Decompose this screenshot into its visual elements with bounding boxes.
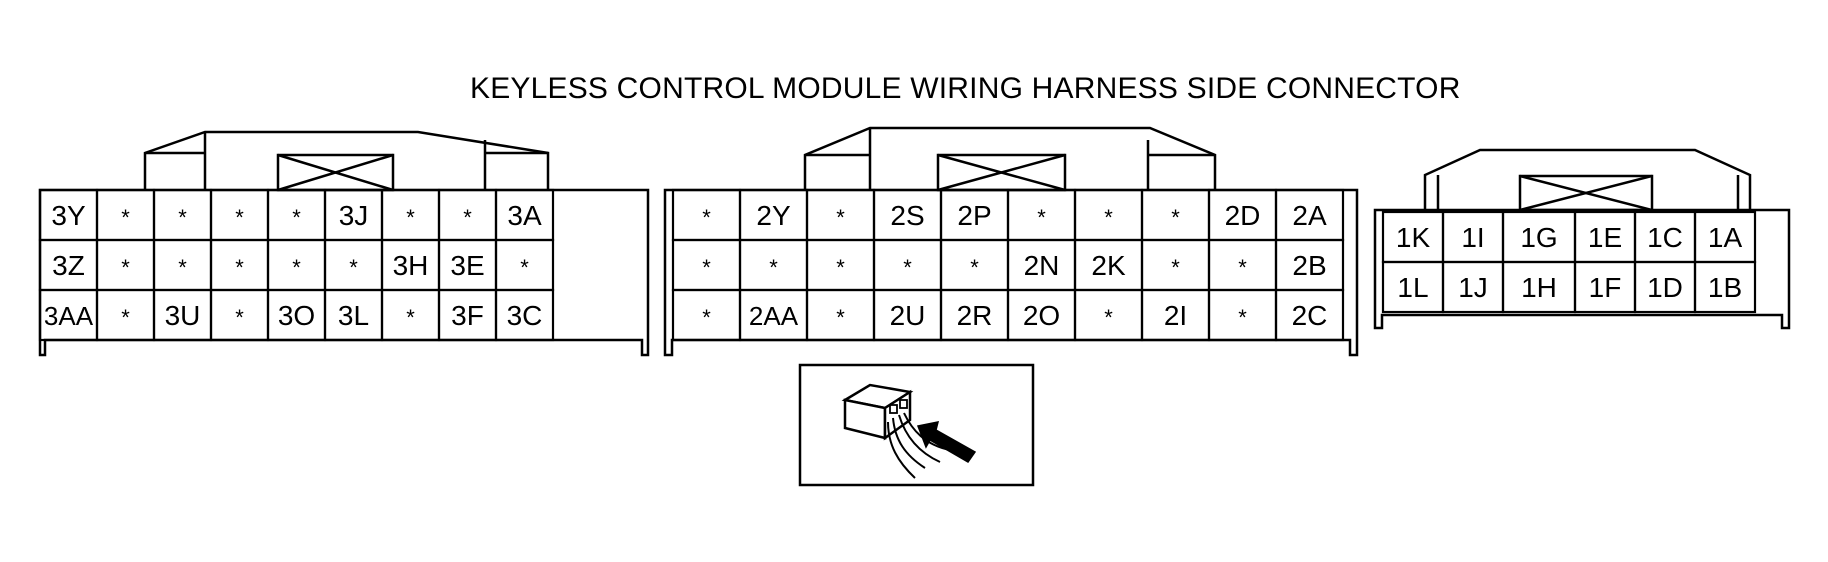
connector-2-grid: * 2Y * 2S 2P * * * 2D 2A * * * * * 2N 2K * * 2B * 2AA * 2U 2R 2O *…: [671, 188, 1345, 342]
pin-unused-label: *: [836, 255, 845, 280]
pin-unused-label: *: [292, 255, 301, 280]
pin-label: 1G: [1520, 222, 1557, 253]
pin-cell: [1274, 288, 1345, 342]
pin-label: 2O: [1023, 300, 1060, 331]
pin-label: 2C: [1292, 300, 1328, 331]
pin-unused-label: *: [406, 205, 415, 230]
pin-unused-label: *: [769, 255, 778, 280]
pin-label: 1B: [1708, 272, 1742, 303]
pin-label: 3U: [165, 300, 201, 331]
pin-label: 2R: [957, 300, 993, 331]
pin-unused-label: *: [1171, 255, 1180, 280]
pin-label: 1J: [1458, 272, 1488, 303]
pin-label: 3AA: [44, 301, 94, 331]
pin-unused-label: *: [520, 255, 529, 280]
pin-unused-label: *: [1104, 205, 1113, 230]
pin-unused-label: *: [836, 205, 845, 230]
pin-label: 3C: [507, 300, 543, 331]
pin-label: 3E: [450, 250, 484, 281]
connector-1-grid: 1K 1I 1G 1E 1C 1A 1L 1J 1H 1F 1D 1B: [1381, 210, 1757, 314]
pin-unused-label: *: [836, 305, 845, 330]
pin-unused-label: *: [1238, 305, 1247, 330]
pin-label: 1L: [1397, 272, 1428, 303]
pin-unused-label: *: [121, 255, 130, 280]
pin-label: 2AA: [749, 301, 799, 331]
pin-label: 1C: [1647, 222, 1683, 253]
pin-label: 1K: [1396, 222, 1431, 253]
pin-unused-label: *: [349, 255, 358, 280]
pin-unused-label: *: [235, 255, 244, 280]
pin-unused-label: *: [406, 305, 415, 330]
connector-harness-view-icon: [798, 363, 1035, 487]
pin-unused-label: *: [121, 305, 130, 330]
pin-unused-label: *: [178, 205, 187, 230]
pin-unused-label: *: [178, 255, 187, 280]
pin-unused-label: *: [702, 255, 711, 280]
pin-cell: [1693, 260, 1757, 314]
pin-label: 1D: [1647, 272, 1683, 303]
pin-label: 1F: [1589, 272, 1622, 303]
pin-unused-label: *: [235, 305, 244, 330]
pin-label: 2N: [1024, 250, 1060, 281]
diagram-title: KEYLESS CONTROL MODULE WIRING HARNESS SI…: [470, 72, 1461, 105]
pin-label: 2U: [890, 300, 926, 331]
pin-label: 2K: [1091, 250, 1126, 281]
pin-label: 2A: [1292, 200, 1327, 231]
pin-label: 3H: [393, 250, 429, 281]
pin-label: 3A: [507, 200, 542, 231]
pin-label: 3J: [339, 200, 369, 231]
pin-label: 3F: [451, 300, 484, 331]
connector-1-housing: [1373, 148, 1791, 330]
pin-label: 3L: [338, 300, 369, 331]
pin-label: 1I: [1461, 222, 1484, 253]
connector-3-housing: [38, 130, 650, 357]
pin-unused-label: *: [292, 205, 301, 230]
connector-2-housing: [663, 126, 1359, 357]
pin-unused-label: *: [903, 255, 912, 280]
pin-cell: [494, 288, 555, 342]
pin-unused-label: *: [463, 205, 472, 230]
pin-label: 2P: [957, 200, 991, 231]
pin-label: 3O: [278, 300, 315, 331]
pin-label: 2Y: [756, 200, 791, 231]
pin-label: 3Y: [51, 200, 86, 231]
pin-unused-label: *: [1171, 205, 1180, 230]
pin-label: 1E: [1588, 222, 1622, 253]
pin-unused-label: *: [1104, 305, 1113, 330]
pin-label: 2I: [1164, 300, 1187, 331]
pin-unused-label: *: [702, 305, 711, 330]
pin-unused-label: *: [1037, 205, 1046, 230]
pin-label: 1H: [1521, 272, 1557, 303]
pin-unused-label: *: [970, 255, 979, 280]
pin-label: 2D: [1225, 200, 1261, 231]
pin-unused-label: *: [702, 205, 711, 230]
pin-unused-label: *: [1238, 255, 1247, 280]
connector-3-grid: 3Y * * * * 3J * * 3A 3Z * * * * * 3H 3E * 3AA * 3U * 3O 3L * 3F 3C: [38, 188, 555, 342]
pin-unused-label: *: [235, 205, 244, 230]
pin-label: 2S: [890, 200, 924, 231]
pin-label: 2B: [1292, 250, 1326, 281]
pin-label: 1A: [1708, 222, 1743, 253]
pin-label: 3Z: [52, 250, 85, 281]
pin-unused-label: *: [121, 205, 130, 230]
